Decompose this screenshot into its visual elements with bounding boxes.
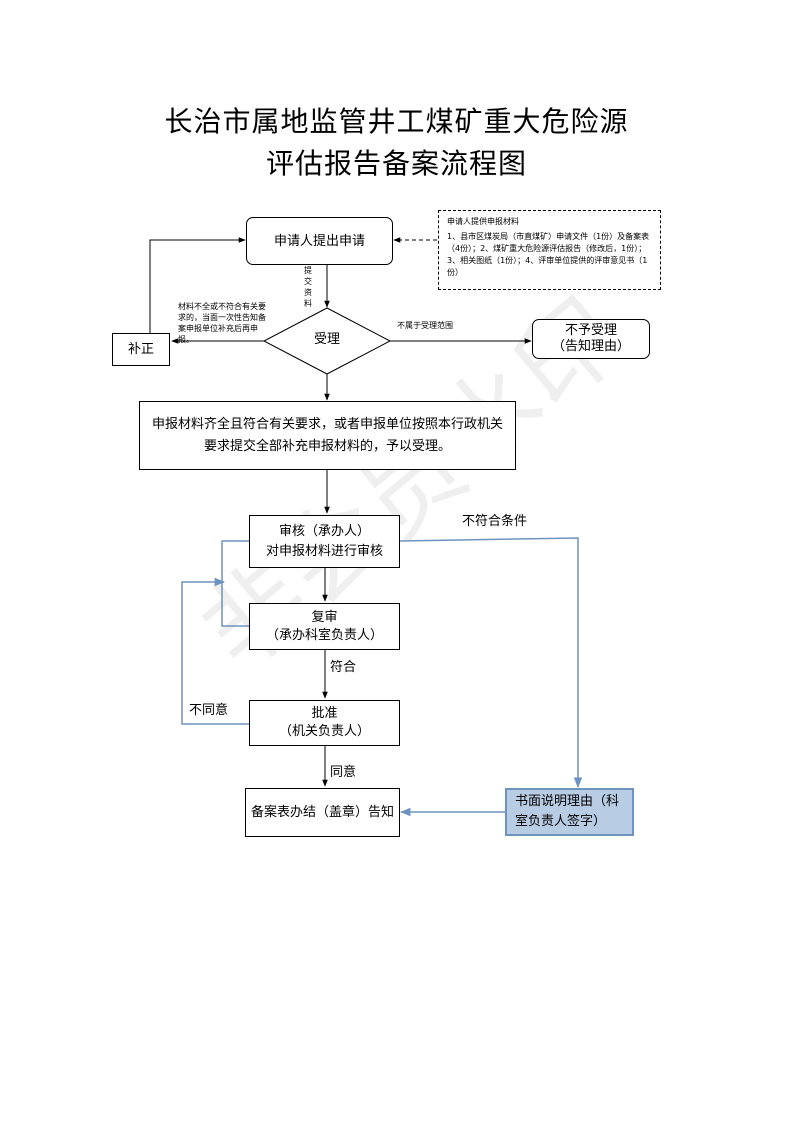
approve-node: 批准 （机关负责人）	[249, 700, 400, 746]
materials-note-title: 申请人提供申报材料	[447, 217, 519, 226]
label-submit-char-4: 料	[304, 299, 312, 308]
recheck-node-detail: （承办科室负责人）	[265, 627, 383, 643]
reject-node-reason: （告知理由）	[551, 339, 630, 354]
recheck-node: 复审 （承办科室负责人）	[249, 603, 400, 650]
apply-node: 申请人提出申请	[246, 217, 393, 265]
arrow-correction-to-apply	[149, 237, 246, 333]
approve-node-title: 批准	[311, 706, 338, 721]
page-title-line2: 评估报告备案流程图	[265, 147, 527, 180]
finish-node-label: 备案表办结（盖章）告知	[250, 805, 394, 820]
review-node-title: 审核（承办人）	[278, 523, 370, 539]
reject-node: 不予受理 （告知理由）	[532, 319, 650, 359]
label-disagree: 不同意	[189, 703, 229, 718]
recheck-node-title: 复审	[311, 609, 338, 625]
label-submit-materials: 提 交 资 料	[303, 265, 313, 309]
label-agree: 同意	[330, 765, 357, 780]
written-reason-node: 书面说明理由（科室负责人签字）	[505, 788, 634, 836]
page-title-line1: 长治市属地监管井工煤矿重大危险源	[164, 105, 629, 138]
materials-note: 申请人提供申报材料 1、县市区煤炭局（市直煤矿）申请文件（1份）及备案表（4份）…	[438, 210, 661, 290]
correction-node-label: 补正	[127, 342, 154, 357]
materials-note-body: 1、县市区煤炭局（市直煤矿）申请文件（1份）及备案表（4份）；2、煤矿重大危险源…	[447, 232, 650, 277]
feedback-recheck-to-review	[221, 540, 249, 627]
finish-node: 备案表办结（盖章）告知	[245, 788, 400, 837]
accepted-condition-label: 申报材料齐全且符合有关要求，或者申报单位按照本行政机关要求提交全部补充申报材料的…	[151, 416, 503, 454]
label-compliant: 符合	[330, 660, 357, 675]
written-reason-label: 书面说明理由（科室负责人签字）	[515, 794, 620, 829]
label-submit-char-1: 提	[304, 266, 312, 275]
accept-decision-label: 受理	[314, 332, 341, 347]
review-node: 审核（承办人） 对申报材料进行审核	[249, 515, 400, 568]
approve-node-detail: （机关负责人）	[278, 724, 370, 739]
label-submit-char-3: 资	[304, 288, 312, 297]
label-out-of-scope: 不属于受理范围	[397, 321, 453, 330]
review-node-detail: 对申报材料进行审核	[265, 543, 383, 559]
feedback-review-not-compliant	[399, 537, 583, 789]
accepted-condition-node: 申报材料齐全且符合有关要求，或者申报单位按照本行政机关要求提交全部补充申报材料的…	[139, 401, 516, 470]
correction-node: 补正	[112, 333, 170, 366]
label-not-compliant: 不符合条件	[462, 514, 528, 529]
apply-node-label: 申请人提出申请	[273, 233, 365, 249]
reject-node-label: 不予受理	[564, 323, 617, 338]
label-submit-char-2: 交	[304, 277, 312, 286]
label-incomplete: 材料不全或不符合有关要求的，当面一次性告知备案申报单位补充后再申报。	[178, 302, 266, 344]
feedback-approve-disagree	[181, 577, 249, 725]
